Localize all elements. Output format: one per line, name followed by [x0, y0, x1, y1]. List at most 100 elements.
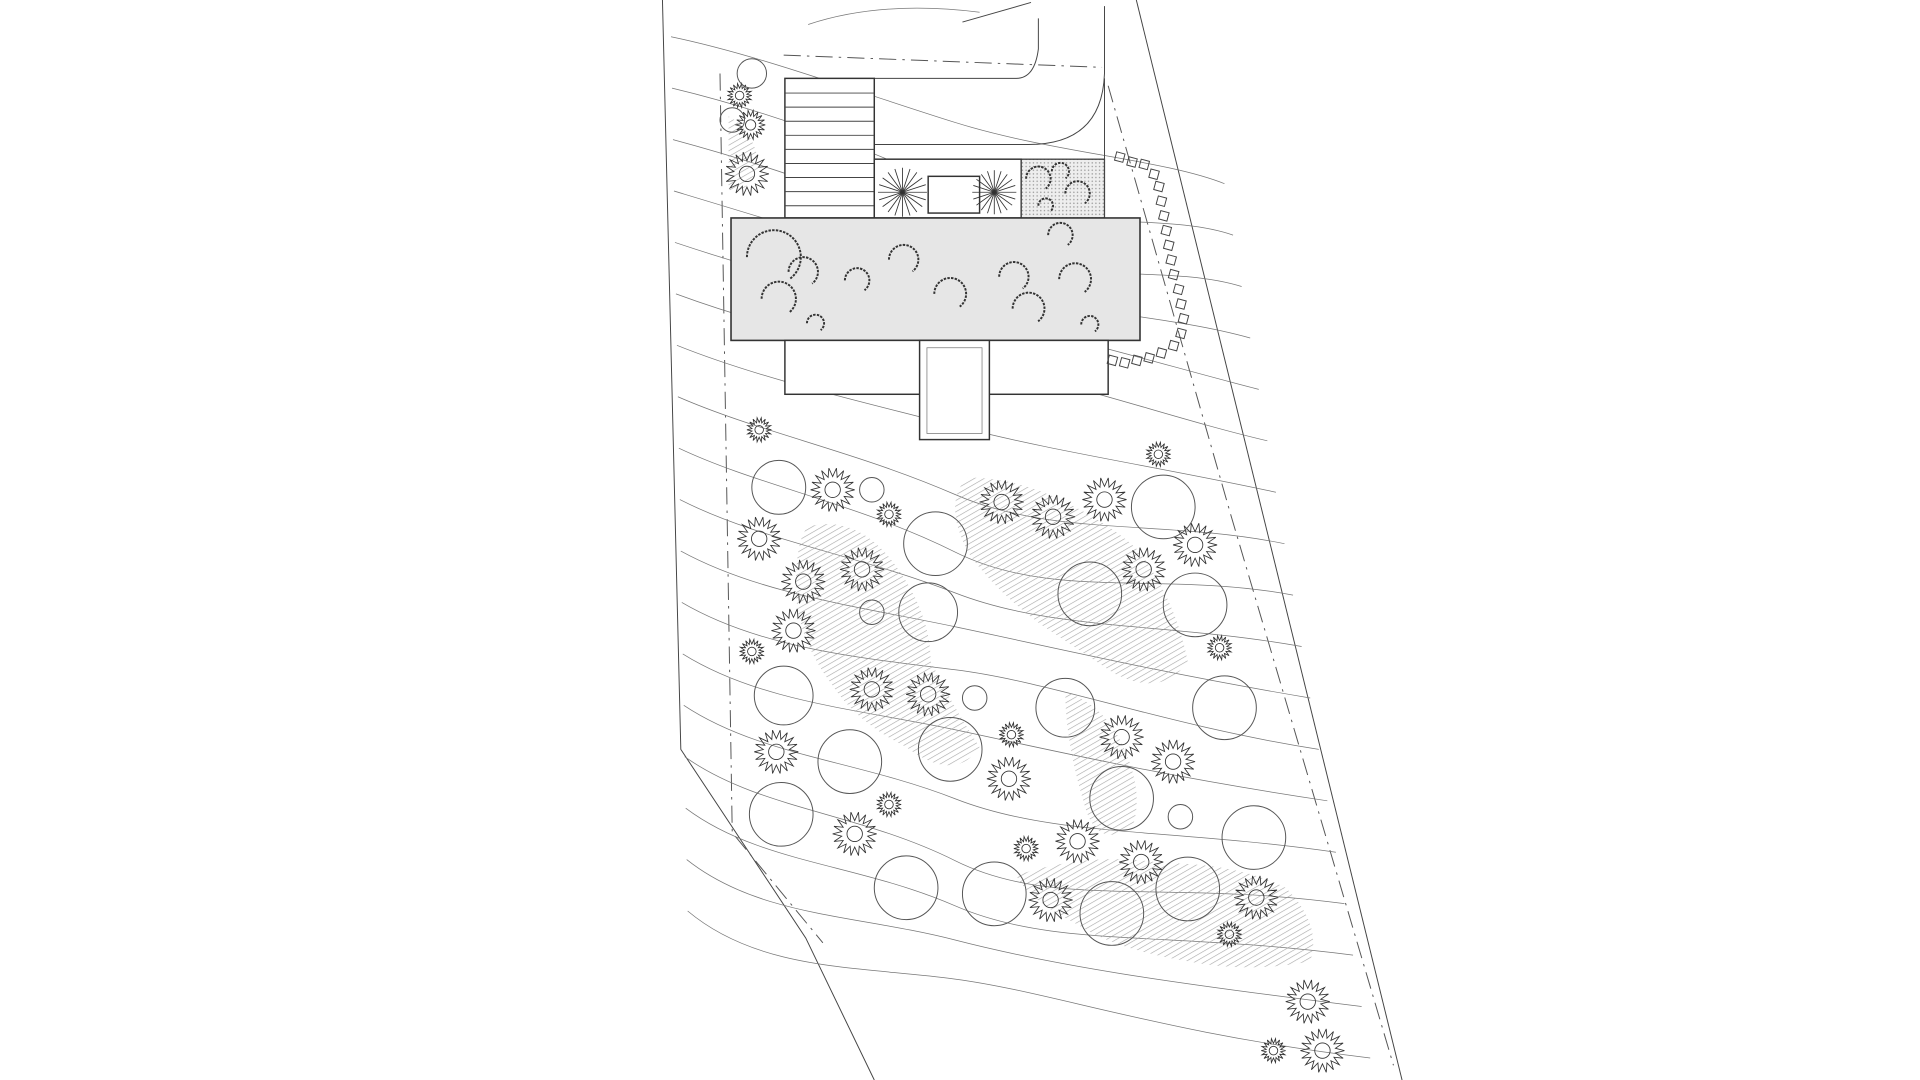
stepping-stone — [1175, 298, 1187, 310]
tree-canopy-icon — [1089, 766, 1154, 831]
shrub-icon — [1099, 715, 1144, 759]
shrub-center — [785, 622, 802, 639]
stall-lines — [784, 92, 875, 207]
shrub-center — [1214, 643, 1225, 653]
shrub-icon — [781, 559, 826, 604]
shrub-icon — [1030, 494, 1076, 539]
shrub-outline — [734, 108, 766, 142]
shrub-outline — [1121, 547, 1166, 592]
tree-canopy-icon — [917, 717, 983, 782]
shrub-outline — [1206, 634, 1233, 662]
palm-frond — [882, 191, 903, 207]
shrub-icon — [875, 790, 903, 819]
shrub-outline — [746, 416, 773, 444]
shrub-center — [884, 799, 894, 810]
contour-line — [686, 859, 1362, 1007]
shrub-center — [734, 90, 745, 101]
roof-tree-icon — [1058, 262, 1092, 293]
tree-canopy-icon — [1035, 677, 1096, 738]
shrub-outline — [810, 467, 855, 512]
tree-canopy-icon — [1221, 805, 1287, 870]
tree-canopy-icon — [1079, 881, 1145, 946]
roof-tree-icon — [933, 277, 968, 308]
palm-frond — [902, 177, 923, 193]
shrub-outline — [1285, 979, 1330, 1024]
tree-canopy-icon — [1192, 675, 1257, 741]
stepping-stone — [1167, 268, 1180, 281]
entry-stair — [918, 339, 991, 441]
contour-line — [678, 447, 1294, 596]
shrub-center — [768, 743, 785, 760]
palm-frond — [902, 184, 926, 193]
palm-frond — [902, 168, 911, 193]
stepping-stone — [1162, 239, 1175, 252]
shrub-icon — [1082, 477, 1127, 522]
shrub-icon — [1121, 547, 1166, 592]
stepping-stone — [1118, 356, 1131, 369]
shrub-center — [884, 509, 894, 519]
palm-frond — [902, 191, 918, 213]
shrub-center — [993, 493, 1010, 511]
shrub-icon — [1028, 878, 1073, 922]
tree-canopy-icon — [1167, 804, 1194, 830]
shrub-center — [751, 530, 768, 547]
tree-canopy-icon — [859, 599, 885, 625]
shrub-center — [846, 825, 863, 843]
shrub-center — [920, 686, 937, 703]
skylight — [927, 175, 981, 214]
shrub-icon — [724, 152, 770, 196]
shrub-outline — [839, 547, 885, 592]
stepping-stone — [1155, 195, 1168, 208]
shrub-center — [1042, 891, 1059, 909]
shrub-icon — [1260, 1036, 1287, 1065]
shrub-center — [1224, 929, 1235, 939]
shrub-outline — [726, 81, 753, 110]
stepping-stone — [1138, 158, 1151, 171]
palm-frond — [994, 178, 1013, 193]
shrub-center — [747, 646, 757, 657]
contour-line — [677, 396, 1285, 545]
palm-frond — [894, 168, 903, 193]
shrub-outline — [1150, 739, 1196, 784]
driveway — [808, 1, 1105, 145]
stepping-stone — [1167, 339, 1180, 352]
shrub-icon — [754, 729, 799, 774]
shrub-center — [824, 481, 841, 498]
shrub-center — [1299, 993, 1316, 1010]
contour-line — [670, 36, 1225, 185]
trees — [719, 58, 1345, 1073]
shrub-outline — [1172, 523, 1218, 567]
shrub-outline — [1145, 440, 1172, 468]
palm-frond — [882, 177, 903, 193]
palm-frond — [993, 174, 1008, 193]
stepping-stone — [1126, 156, 1138, 168]
palm-frond — [879, 191, 903, 201]
shrub-outline — [998, 721, 1025, 749]
palm-frond — [894, 192, 903, 216]
shrub-outline — [737, 516, 782, 561]
shrub-center — [1314, 1042, 1331, 1059]
palm-frond — [976, 178, 995, 193]
shrub-outline — [1234, 875, 1279, 920]
shrub-center — [738, 165, 756, 183]
shrub-outline — [875, 790, 903, 819]
roof-tree-icon — [760, 280, 797, 314]
tree-canopy-icon — [898, 582, 959, 643]
shrub-icon — [1150, 739, 1196, 784]
tree-canopy-icon — [1130, 474, 1196, 540]
shrub-icon — [746, 416, 773, 444]
shrub-outline — [738, 637, 765, 666]
shrub-icon — [737, 516, 782, 561]
shrub-center — [1135, 561, 1152, 578]
stepping-stone — [1165, 254, 1178, 266]
shrub-icon — [1119, 840, 1164, 884]
shrub-icon — [1216, 920, 1243, 948]
shrub-icon — [998, 721, 1025, 749]
palm-frond — [993, 192, 1002, 214]
parking-stalls — [784, 77, 876, 219]
palm-frond — [980, 191, 995, 211]
palm-frond — [980, 174, 995, 193]
green-roof — [730, 217, 1141, 342]
shrub-icon — [1013, 834, 1040, 863]
